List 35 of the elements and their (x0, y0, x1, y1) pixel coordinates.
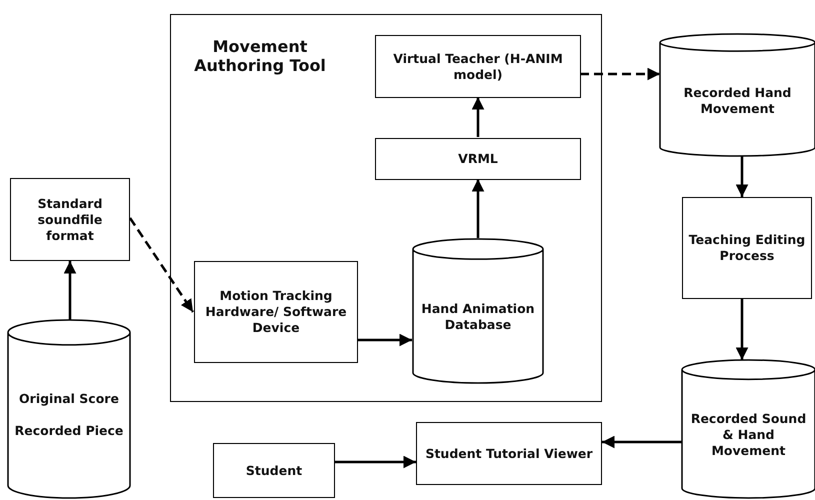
group-frame (170, 14, 602, 402)
database-cylinder (660, 34, 815, 156)
process-box (416, 422, 602, 485)
process-box (10, 178, 130, 261)
node-label: Hand Animation Database (420, 301, 536, 333)
node-label: Student (246, 462, 302, 478)
arrow (335, 456, 416, 468)
arrow (472, 179, 484, 238)
arrow (602, 436, 682, 448)
process-box (213, 443, 335, 498)
arrow (472, 97, 484, 137)
arrow (128, 217, 194, 313)
group-title: Movement Authoring Tool (193, 37, 327, 75)
arrow (580, 68, 660, 80)
process-box (375, 35, 581, 98)
node-label: Recorded Sound & Hand Movement (690, 411, 808, 459)
arrow (736, 156, 748, 197)
process-box (375, 138, 581, 180)
node-label: Motion Tracking Hardware/ Software Device (204, 288, 348, 336)
process-box (194, 261, 358, 363)
arrow (736, 299, 748, 360)
node-label: Original Score (19, 391, 119, 407)
node-label: VRML (458, 151, 498, 167)
arrow (357, 334, 412, 346)
node-label: Teaching Editing Process (688, 232, 806, 264)
process-box (682, 197, 812, 299)
database-cylinder (413, 239, 543, 383)
database-cylinder (8, 320, 130, 498)
node-label: Recorded Hand Movement (682, 85, 792, 117)
node-label: Student Tutorial Viewer (425, 446, 593, 462)
arrow (64, 261, 76, 320)
node-label: Virtual Teacher (H-ANIM model) (392, 50, 564, 82)
database-cylinder (682, 360, 815, 498)
node-label: Standard soundfile format (36, 196, 104, 244)
node-label: Recorded Piece (14, 423, 124, 439)
